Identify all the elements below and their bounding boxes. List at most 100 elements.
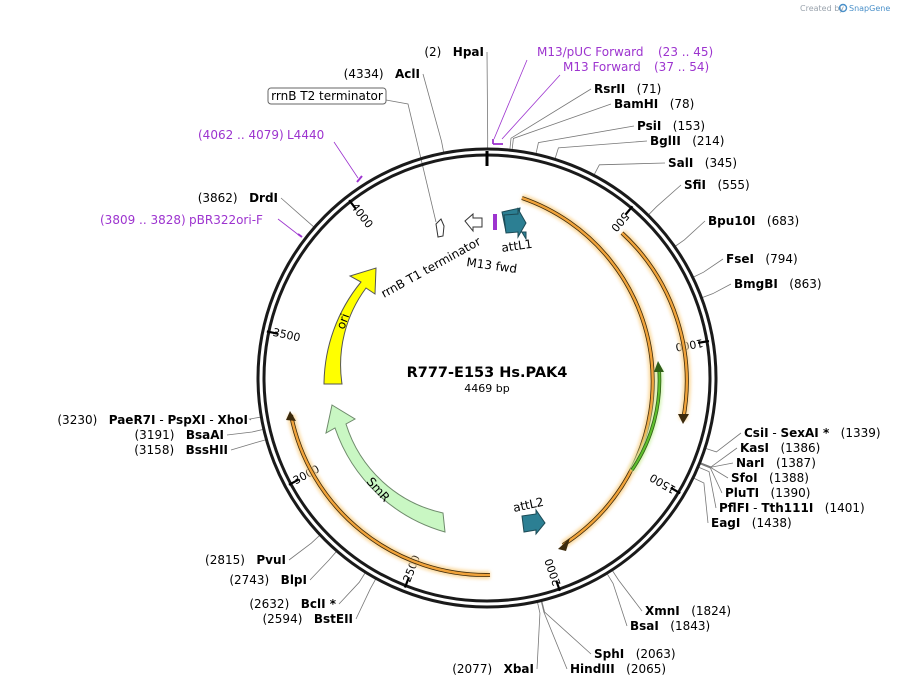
- site-leader-line: [612, 570, 643, 612]
- site-label: (2815) PvuI: [205, 553, 286, 567]
- site-label: BmgBI (863): [734, 277, 822, 291]
- site-leader-line: [511, 103, 612, 150]
- site-leader-line: [338, 572, 366, 605]
- plasmid-size: 4469 bp: [464, 382, 509, 395]
- site-position: (1390): [759, 486, 810, 500]
- callout-leader-line: [385, 99, 437, 223]
- site-leader-line: [705, 432, 742, 453]
- site-label: HindIII (2065): [570, 662, 666, 676]
- site-position: (2): [424, 45, 452, 59]
- site-leader-line: [422, 73, 444, 153]
- site-leader-line: [355, 579, 376, 620]
- site-label: PluTI (1390): [725, 486, 810, 500]
- site-name: FseI: [726, 252, 754, 266]
- site-label: (3158) BssHII: [134, 443, 228, 457]
- site-position: (1339): [829, 426, 880, 440]
- site-label: SfoI (1388): [731, 471, 809, 485]
- site-name: SfoI: [731, 471, 758, 485]
- tick-mark: [348, 199, 357, 210]
- site-leader-line: [693, 477, 709, 524]
- site-name: PsiI: [637, 119, 661, 133]
- tick-mark: [670, 486, 681, 495]
- site-position: (863): [778, 277, 822, 291]
- primer-mark-l4440: [356, 175, 363, 183]
- callout-leader-line: [333, 141, 359, 179]
- tick-label: 1500: [647, 471, 678, 497]
- site-label: XmnI (1824): [645, 604, 731, 618]
- site-leader-line: [226, 429, 263, 436]
- primer-name-pbr322: pBR322ori-F: [189, 213, 263, 227]
- tick-label: 500: [608, 210, 631, 234]
- site-separator: -: [206, 413, 218, 427]
- orf-arc-main: [521, 196, 654, 547]
- site-label: CsiI - SexAI * (1339): [744, 426, 881, 440]
- site-label: BsaI (1843): [630, 619, 710, 633]
- orf-arc-main-arrowhead: [558, 538, 570, 551]
- site-label: Bpu10I (683): [708, 214, 799, 228]
- site-position: (794): [754, 252, 798, 266]
- attl2-label: attL2: [512, 495, 545, 515]
- site-name: EagI: [711, 516, 740, 530]
- site-name: BssHII: [186, 443, 228, 457]
- callout-leader-line: [277, 218, 301, 237]
- site-position: (1387): [765, 456, 816, 470]
- site-label: FseI (794): [726, 252, 798, 266]
- orf-arc-outer: [621, 232, 688, 421]
- site-position: (2594): [262, 612, 313, 626]
- site-name: PflFI: [719, 501, 749, 515]
- site-position: (2632): [249, 597, 300, 611]
- callout-leader-line: [501, 74, 561, 140]
- site-name: AclI: [395, 67, 420, 81]
- site-leader-line: [648, 184, 682, 215]
- site-separator: -: [749, 501, 761, 515]
- site-leader-line: [535, 125, 635, 154]
- green-feature: [631, 367, 661, 471]
- site-position: (214): [681, 134, 725, 148]
- site-label: PflFI - Tth111I (1401): [719, 501, 865, 515]
- site-name: BsaI: [630, 619, 659, 633]
- attl2-arrow: [521, 508, 546, 536]
- site-leader-line: [698, 466, 717, 509]
- snapgene-logo-icon: [838, 3, 848, 13]
- site-name: XhoI: [217, 413, 248, 427]
- site-leader-line: [700, 463, 729, 479]
- rrnb-t1-arrow: [464, 212, 483, 233]
- site-position: (2743): [229, 573, 280, 587]
- site-leader-line: [700, 447, 738, 468]
- site-name: KasI: [740, 441, 769, 455]
- site-name: BclI *: [301, 597, 337, 611]
- site-label: (3191) BsaAI: [135, 428, 225, 442]
- callout-leader-line: [493, 59, 528, 140]
- site-leader-line: [606, 573, 628, 627]
- primer-mark-pbr322: [297, 233, 303, 238]
- tick-mark: [555, 580, 561, 592]
- credit-prefix: Created by: [800, 4, 844, 13]
- site-name: SalI: [668, 156, 693, 170]
- primer-range-m13puc: (23 .. 45): [658, 45, 713, 59]
- site-name: SfiI: [684, 178, 706, 192]
- site-name: BlpI: [281, 573, 307, 587]
- rrnb-t2-label: rrnB T2 terminator: [271, 89, 383, 103]
- site-position: (345): [693, 156, 737, 170]
- site-position: (71): [625, 82, 661, 96]
- tick-label: 2000: [542, 557, 563, 588]
- orf-arc-lower: [289, 414, 491, 577]
- site-leader-line: [230, 439, 266, 451]
- site-position: (555): [706, 178, 750, 192]
- site-leader-line: [541, 601, 592, 655]
- site-leader-line: [702, 283, 732, 298]
- site-position: (1843): [659, 619, 710, 633]
- site-label: BamHI (78): [614, 97, 694, 111]
- m13-fwd-label: M13 fwd: [466, 255, 518, 276]
- site-label: PsiI (153): [637, 119, 705, 133]
- tick-label: 4000: [348, 201, 375, 231]
- tick-label: 3500: [271, 326, 301, 345]
- m13-fwd-mark: [493, 214, 497, 230]
- site-label: (3862) DrdI: [198, 191, 278, 205]
- site-position: (3191): [135, 428, 186, 442]
- site-label: (2077) XbaI: [452, 662, 534, 676]
- primer-name-m13puc: M13/pUC Forward: [537, 45, 644, 59]
- site-leader-line: [280, 197, 314, 228]
- green-feature-arrowhead: [654, 361, 664, 372]
- site-name: BamHI: [614, 97, 658, 111]
